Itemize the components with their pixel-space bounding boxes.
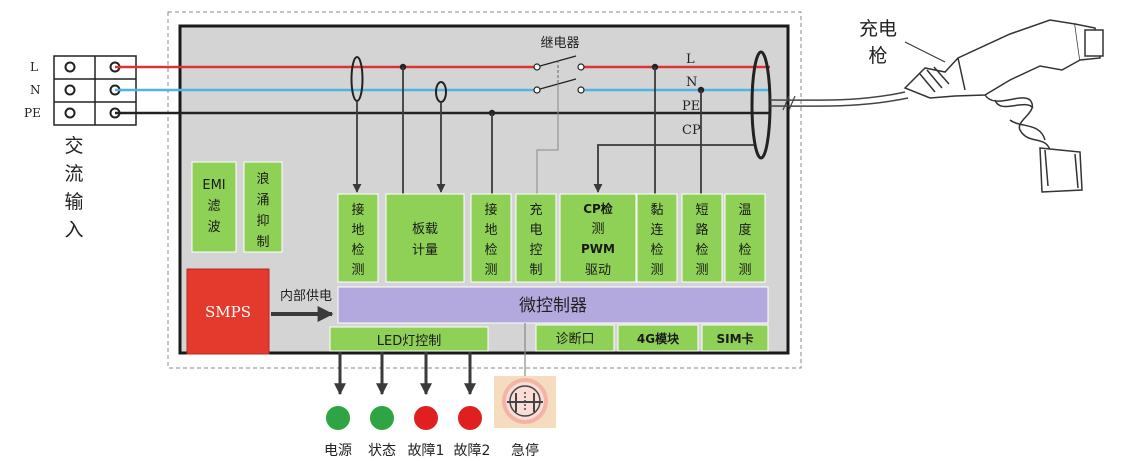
charge-control-block: 充 电 控 制 [515,193,557,283]
output-cable-ring [750,50,772,160]
svg-text:测: 测 [484,263,497,278]
svg-text:SMPS: SMPS [205,303,251,321]
status-led-indicator [370,406,394,430]
microcontroller-block: 微控制器 [337,286,769,324]
power-led-label: 电源 [324,443,352,459]
svg-text:电: 电 [529,223,542,238]
fault1-led-indicator [414,406,438,430]
surge-suppression-block: 浪 涌 抑 制 [243,161,283,253]
temperature-detect-block: 温 度 检 测 [724,193,766,283]
fault1-led-label: 故障1 [408,443,445,459]
svg-text:计量: 计量 [412,243,438,258]
line-label-l: L [686,52,695,67]
svg-text:连: 连 [650,222,663,238]
svg-text:微控制器: 微控制器 [519,296,587,316]
emergency-stop-label: 急停 [511,442,539,459]
svg-text:检: 检 [695,243,708,258]
svg-text:板载: 板载 [412,222,438,237]
svg-text:度: 度 [738,222,751,238]
smps-block: SMPS [186,268,270,355]
svg-text:测: 测 [650,263,663,278]
svg-text:测: 测 [695,263,708,278]
svg-text:短: 短 [695,203,708,218]
svg-text:浪: 浪 [256,172,269,187]
charging-gun-icon [903,19,1104,193]
svg-text:诊断口: 诊断口 [555,332,594,347]
svg-text:测: 测 [738,263,751,278]
line-label-cp: CP [682,123,701,138]
svg-text:入: 入 [64,219,83,241]
fault2-led-indicator [458,406,482,430]
internal-supply-label: 内部供电 [280,288,332,304]
sim-card-block: SIM卡 [701,324,769,352]
ac-input-label: 交 流 输 入 [64,135,83,241]
svg-text:接: 接 [484,202,497,218]
svg-text:地: 地 [351,223,364,238]
svg-text:制: 制 [529,263,542,278]
power-led-indicator [326,406,350,430]
svg-text:波: 波 [207,220,220,235]
short-circuit-detect-block: 短 路 检 测 [681,193,723,283]
svg-text:抑: 抑 [256,214,269,229]
charging-gun-label-line2: 枪 [868,45,887,67]
cp-pwm-block: CP检 测 PWM 驱动 [559,193,637,283]
stick-detect-block: 黏 连 检 测 [636,193,678,283]
terminal-screw [64,107,76,119]
terminal-screw [64,84,76,96]
svg-text:充: 充 [529,202,542,218]
svg-text:路: 路 [695,222,708,238]
svg-text:检: 检 [650,243,663,258]
terminal-label-n: N [30,83,41,97]
svg-text:检: 检 [484,243,497,258]
4g-module-block: 4G模块 [617,324,699,352]
relay-control-link [536,84,559,195]
gun-label-leader [904,41,946,63]
svg-text:检: 检 [738,243,751,258]
svg-text:控: 控 [529,243,542,258]
cp-link [593,144,754,193]
fault2-led-label: 故障2 [454,443,491,459]
svg-text:涌: 涌 [256,193,269,208]
charging-cable [769,91,909,111]
svg-text:交: 交 [64,135,83,157]
svg-text:输: 输 [64,191,83,213]
svg-text:测: 测 [591,222,604,237]
relay-label: 继电器 [540,36,579,51]
status-led-label: 状态 [368,443,396,459]
svg-text:SIM卡: SIM卡 [716,331,753,346]
svg-text:驱动: 驱动 [585,263,611,278]
svg-text:CP检: CP检 [583,201,613,216]
svg-text:流: 流 [64,163,83,185]
terminal-label-pe: PE [24,106,41,120]
svg-text:LED灯控制: LED灯控制 [377,334,441,349]
svg-text:检: 检 [351,243,364,258]
onboard-metering-block: 板载 计量 [385,193,465,283]
emergency-stop-icon [494,376,556,428]
line-label-n: N [686,75,697,90]
charging-gun-label-line1: 充电 [859,18,897,40]
svg-text:滤: 滤 [207,199,220,214]
ground-detect-1-block: 接 地 检 测 [337,193,379,283]
ground-detect-2-block: 接 地 检 测 [470,193,512,283]
svg-text:EMI: EMI [202,178,225,193]
terminal-label-l: L [30,60,38,74]
diagnostic-port-block: 诊断口 [535,324,615,352]
emi-filter-block: EMI 滤 波 [191,161,237,253]
svg-text:地: 地 [484,223,497,238]
enclosure-dashed-border [167,11,802,369]
svg-text:温: 温 [738,203,751,218]
svg-text:测: 测 [351,263,364,278]
svg-text:黏: 黏 [650,202,663,218]
svg-text:4G模块: 4G模块 [637,331,680,346]
svg-text:制: 制 [256,235,269,250]
terminal-screw [64,61,76,73]
svg-text:PWM: PWM [581,242,615,256]
led-control-block: LED灯控制 [329,326,489,352]
line-label-pe: PE [682,99,700,114]
svg-text:接: 接 [351,202,364,218]
